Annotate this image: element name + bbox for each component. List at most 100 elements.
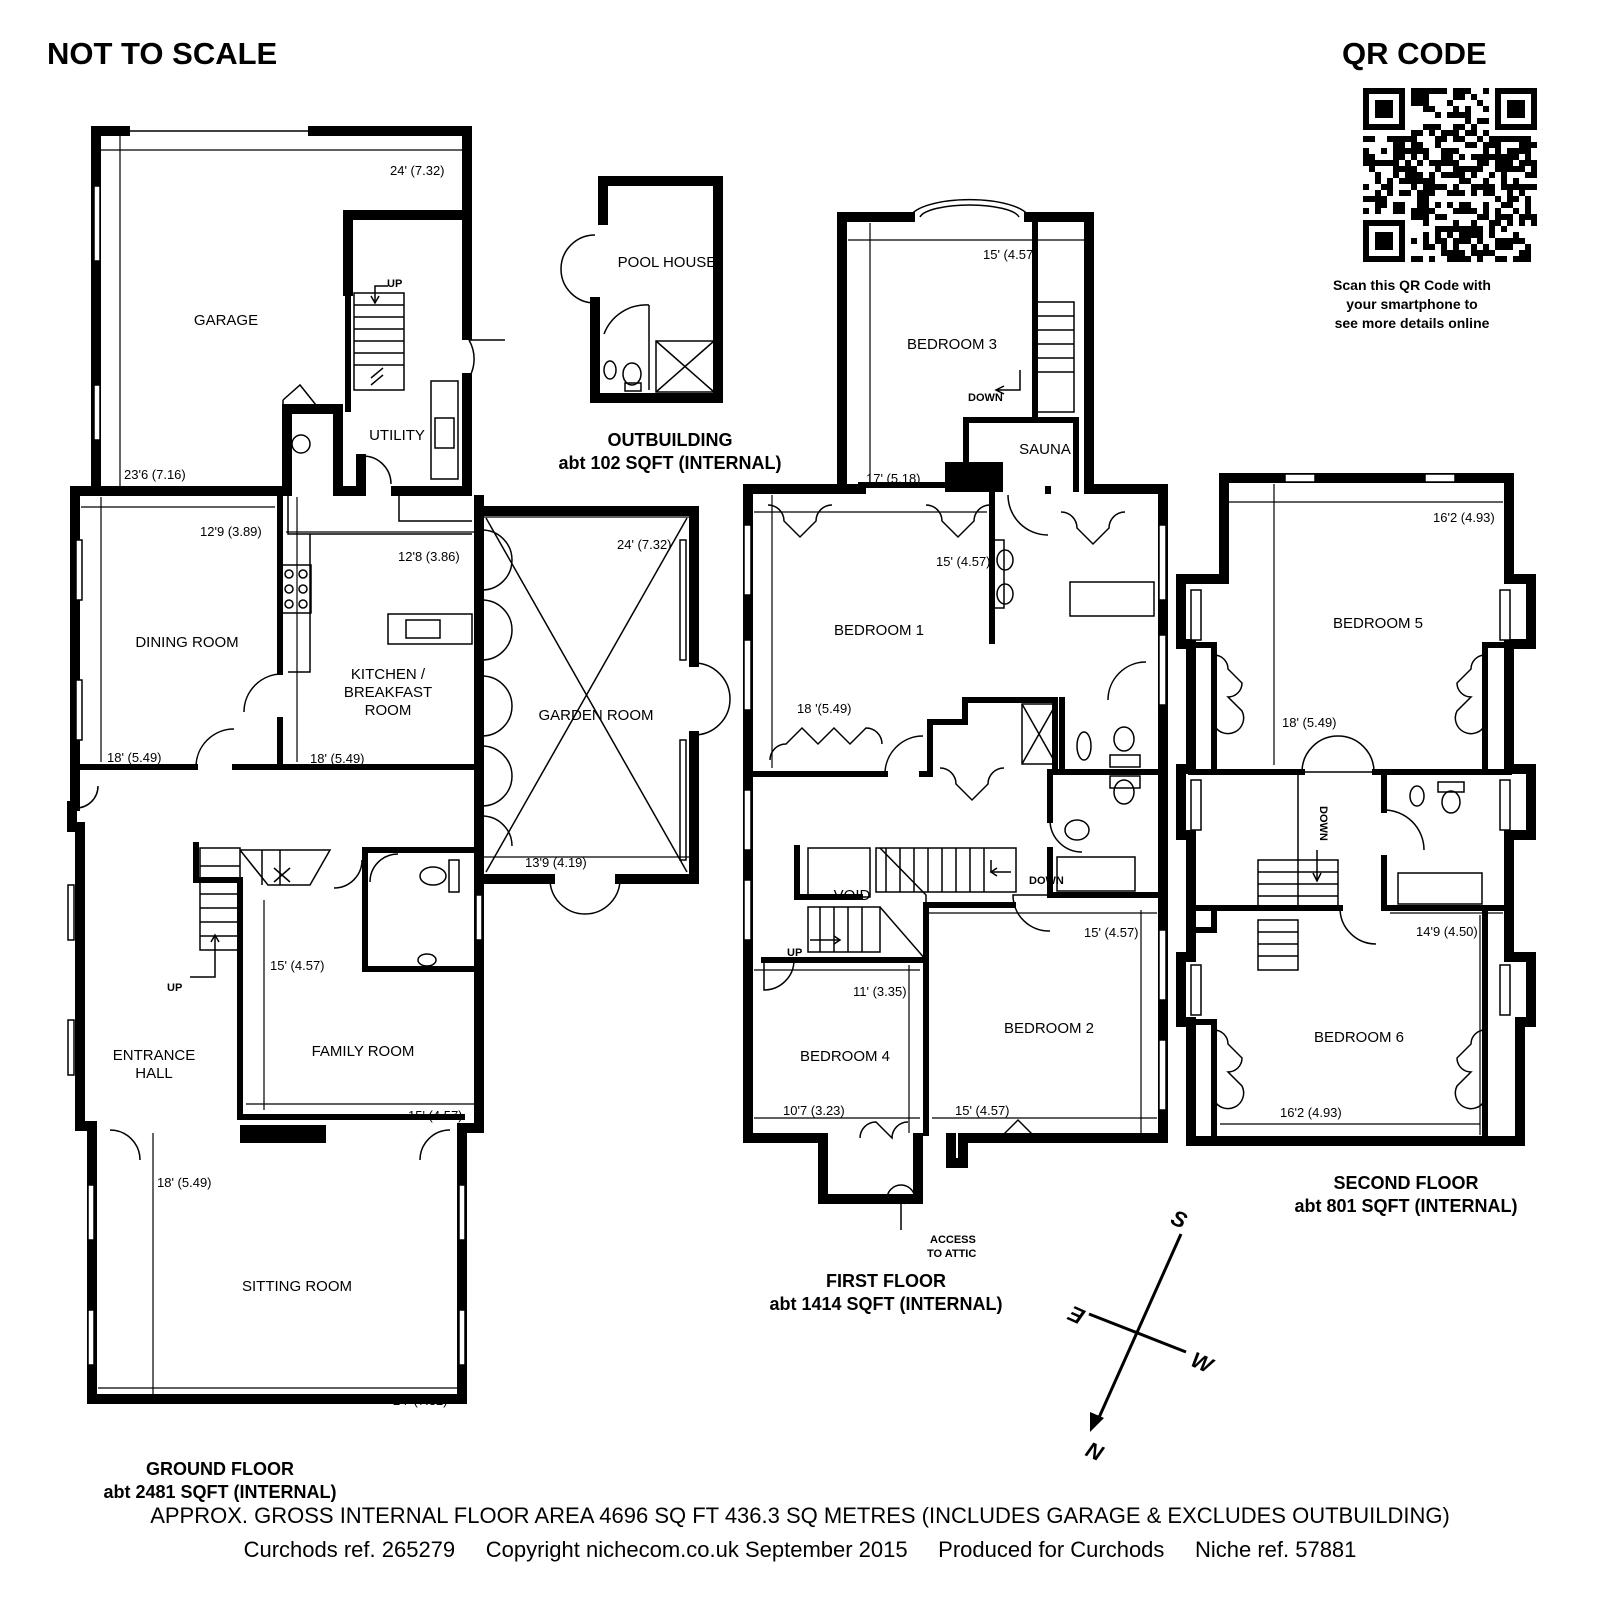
qr-module bbox=[1483, 244, 1489, 250]
qr-module bbox=[1387, 244, 1393, 250]
qr-module bbox=[1477, 154, 1483, 160]
qr-module bbox=[1447, 172, 1453, 178]
qr-module bbox=[1435, 226, 1441, 232]
qr-module bbox=[1375, 196, 1381, 202]
qr-module bbox=[1519, 136, 1525, 142]
qr-module bbox=[1387, 100, 1393, 106]
qr-module bbox=[1501, 172, 1507, 178]
qr-module bbox=[1531, 112, 1537, 118]
qr-module bbox=[1471, 172, 1477, 178]
qr-module bbox=[1465, 112, 1471, 118]
qr-module bbox=[1489, 220, 1495, 226]
qr-module bbox=[1363, 106, 1369, 112]
qr-module bbox=[1513, 256, 1519, 262]
stair-up-utility: UP bbox=[387, 278, 402, 290]
qr-module bbox=[1399, 142, 1405, 148]
qr-module bbox=[1495, 124, 1501, 130]
qr-module bbox=[1477, 118, 1483, 124]
qr-module bbox=[1381, 238, 1387, 244]
hall-stairs bbox=[190, 847, 332, 978]
qr-module bbox=[1423, 238, 1429, 244]
qr-module bbox=[1441, 184, 1447, 190]
qr-module bbox=[1507, 154, 1513, 160]
qr-module bbox=[1363, 232, 1369, 238]
qr-module bbox=[1531, 160, 1537, 166]
qr-module bbox=[1513, 136, 1519, 142]
qr-module bbox=[1483, 154, 1489, 160]
qr-module bbox=[1477, 232, 1483, 238]
qr-module bbox=[1369, 256, 1375, 262]
room-label-dining: DINING ROOM bbox=[135, 634, 238, 651]
qr-module bbox=[1369, 154, 1375, 160]
qr-module bbox=[1459, 88, 1465, 94]
qr-module bbox=[1501, 256, 1507, 262]
qr-module bbox=[1453, 220, 1459, 226]
qr-module bbox=[1423, 244, 1429, 250]
qr-module bbox=[1387, 124, 1393, 130]
qr-module bbox=[1429, 244, 1435, 250]
qr-module bbox=[1435, 160, 1441, 166]
qr-module bbox=[1501, 244, 1507, 250]
qr-code[interactable] bbox=[1363, 88, 1537, 262]
qr-module bbox=[1507, 244, 1513, 250]
qr-module bbox=[1405, 172, 1411, 178]
qr-module bbox=[1393, 202, 1399, 208]
gross-area-footer: APPROX. GROSS INTERNAL FLOOR AREA 4696 S… bbox=[150, 1503, 1450, 1528]
room-label-bedroom-6: BEDROOM 6 bbox=[1314, 1029, 1404, 1046]
qr-module bbox=[1411, 136, 1417, 142]
qr-module bbox=[1405, 160, 1411, 166]
qr-module bbox=[1429, 88, 1435, 94]
qr-module bbox=[1381, 106, 1387, 112]
house-outer-walls bbox=[67, 486, 484, 1404]
qr-module bbox=[1531, 118, 1537, 124]
qr-module bbox=[1363, 226, 1369, 232]
qr-module bbox=[1465, 202, 1471, 208]
first-floor-plan bbox=[743, 198, 1168, 1230]
qr-module bbox=[1453, 208, 1459, 214]
access-to-attic-2: TO ATTIC bbox=[927, 1248, 976, 1260]
qr-module bbox=[1399, 166, 1405, 172]
qr-module bbox=[1531, 88, 1537, 94]
qr-module bbox=[1399, 88, 1405, 94]
qr-module bbox=[1459, 208, 1465, 214]
qr-module bbox=[1381, 184, 1387, 190]
qr-module bbox=[1507, 196, 1513, 202]
qr-module bbox=[1489, 184, 1495, 190]
qr-module bbox=[1513, 106, 1519, 112]
room-label-entrance-2: HALL bbox=[135, 1065, 173, 1082]
qr-module bbox=[1513, 88, 1519, 94]
qr-module bbox=[1441, 136, 1447, 142]
qr-module bbox=[1369, 196, 1375, 202]
dim-bed3-width: 15' (4.57) bbox=[983, 247, 1038, 262]
qr-module bbox=[1441, 154, 1447, 160]
qr-module bbox=[1363, 148, 1369, 154]
qr-module bbox=[1375, 100, 1381, 106]
qr-module bbox=[1453, 148, 1459, 154]
qr-module bbox=[1441, 250, 1447, 256]
room-labels: GARAGE UTILITY DINING ROOM KITCHEN / BRE… bbox=[113, 254, 1423, 1295]
qr-module bbox=[1525, 88, 1531, 94]
qr-module bbox=[1411, 148, 1417, 154]
dim-sitting-width: 24' (7.32) bbox=[393, 1393, 448, 1408]
qr-module bbox=[1453, 226, 1459, 232]
dim-garage-width: 24' (7.32) bbox=[390, 163, 445, 178]
qr-module bbox=[1417, 190, 1423, 196]
qr-module bbox=[1441, 172, 1447, 178]
qr-module bbox=[1459, 190, 1465, 196]
qr-module bbox=[1495, 208, 1501, 214]
qr-module bbox=[1477, 238, 1483, 244]
qr-module bbox=[1507, 238, 1513, 244]
qr-module bbox=[1429, 160, 1435, 166]
qr-module bbox=[1399, 100, 1405, 106]
qr-module bbox=[1519, 238, 1525, 244]
qr-module bbox=[1495, 112, 1501, 118]
qr-module bbox=[1465, 142, 1471, 148]
qr-module bbox=[1513, 166, 1519, 172]
qr-module bbox=[1393, 154, 1399, 160]
qr-module bbox=[1477, 250, 1483, 256]
qr-module bbox=[1381, 124, 1387, 130]
qr-module bbox=[1459, 256, 1465, 262]
qr-module bbox=[1375, 172, 1381, 178]
qr-module bbox=[1507, 190, 1513, 196]
qr-module bbox=[1465, 226, 1471, 232]
